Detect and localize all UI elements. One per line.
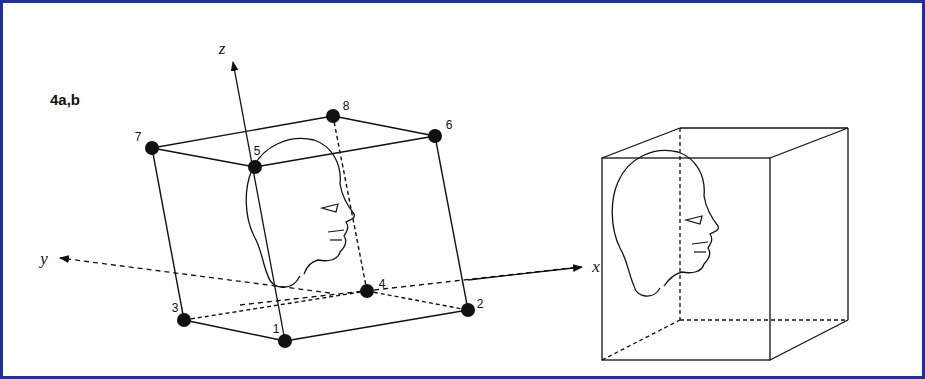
face-features xyxy=(686,216,708,252)
vertex-number: 3 xyxy=(172,302,179,314)
vertex-number: 5 xyxy=(254,145,261,157)
axis-label: z xyxy=(219,40,226,57)
vertex-number: 6 xyxy=(446,119,453,131)
vertex-number: 8 xyxy=(343,100,350,112)
cube xyxy=(152,116,468,341)
head-outline xyxy=(612,150,718,296)
axis-label: y xyxy=(40,250,48,267)
axes xyxy=(60,62,582,341)
vertex-dots xyxy=(145,109,475,348)
figure-number: 4a,b xyxy=(50,92,80,107)
face-features xyxy=(322,204,344,240)
head-outline xyxy=(246,138,354,287)
vertex-number: 4 xyxy=(379,278,386,290)
vertex-number: 2 xyxy=(477,298,484,310)
vertex-number: 7 xyxy=(135,131,142,143)
second-box xyxy=(602,128,848,360)
axis-label: x xyxy=(592,258,600,275)
vertex-number: 1 xyxy=(273,323,280,335)
